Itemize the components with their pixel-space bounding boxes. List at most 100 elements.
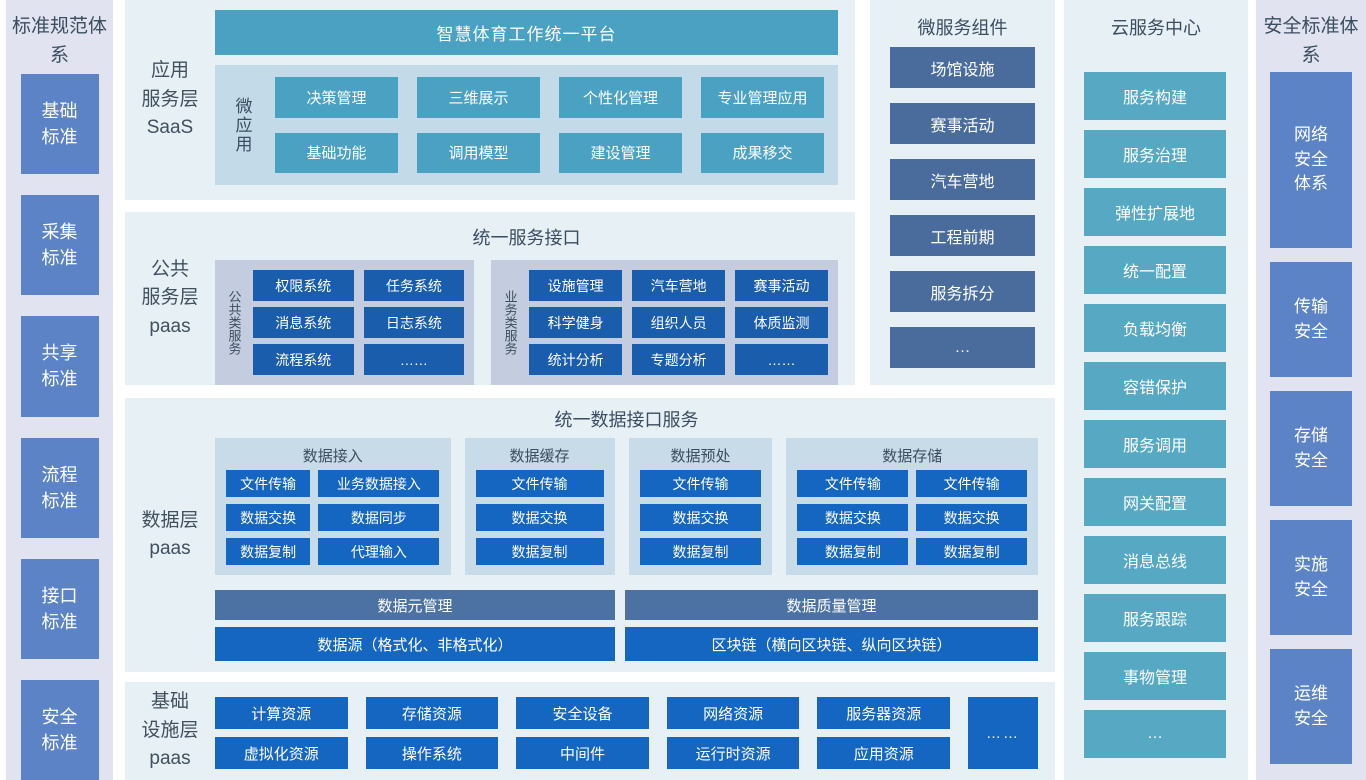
data-cache-grid: 文件传输数据交换数据复制 (475, 470, 604, 565)
blockchain-bar: 区块链（横向区块链、纵向区块链） (624, 627, 1038, 661)
data-access-item: 文件传输 (226, 470, 311, 497)
common-service-item: 权限系统 (253, 270, 354, 301)
data-content: 统一数据接口服务 数据接入 文件传输业务数据接入数据交换数据同步数据复制代理输入… (215, 398, 1055, 672)
business-service-item: 赛事活动 (735, 270, 828, 301)
data-access-title: 数据接入 (302, 448, 363, 465)
security-sidebar: 安全标准体系 网络安全体系传输安全存储安全实施安全运维安全 (1256, 0, 1366, 780)
business-service-item: 组织人员 (632, 307, 726, 338)
business-service-item: 体质监测 (735, 307, 828, 338)
saas-layer-label: 应用 服务层 SaaS (141, 60, 199, 139)
platform-title-bar: 智慧体育工作统一平台 (215, 10, 838, 55)
data-preprocess-item: 数据交换 (639, 504, 762, 531)
data-access-grid: 文件传输业务数据接入数据交换数据同步数据复制代理输入 (226, 470, 440, 565)
infra-resource-item: 应用资源 (817, 737, 950, 769)
common-service-item: 任务系统 (363, 270, 465, 301)
microservice-item: 服务拆分 (890, 271, 1035, 312)
cloud-service-item: … (1084, 710, 1226, 758)
cloud-service-item: 服务构建 (1084, 72, 1226, 120)
cloud-service-item: 网关配置 (1084, 478, 1226, 526)
infra-content: 计算资源存储资源安全设备网络资源服务器资源虚拟化资源操作系统中间件运行时资源应用… (215, 682, 1055, 780)
service-groups-row: 公共类服务 权限系统任务系统消息系统日志系统流程系统…… 业务类服务 设施管理汽… (215, 260, 838, 385)
micro-app-item: 基础功能 (275, 132, 398, 173)
data-cache-item: 数据交换 (475, 504, 604, 531)
standard-item: 接口标准 (20, 558, 99, 659)
data-storage-item: 数据复制 (916, 538, 1027, 565)
data-quality-management-bar: 数据质量管理 (624, 590, 1038, 620)
data-cache-panel: 数据缓存 文件传输数据交换数据复制 (464, 438, 615, 575)
security-item: 网络安全体系 (1270, 72, 1352, 248)
infra-resource-item: 虚拟化资源 (215, 737, 348, 769)
infra-more-box: …… (968, 697, 1038, 769)
data-preprocess-panel: 数据预处 文件传输数据交换数据复制 (628, 438, 773, 575)
security-list: 网络安全体系传输安全存储安全实施安全运维安全 (1256, 72, 1366, 764)
business-service-item: 专题分析 (632, 344, 726, 375)
micro-app-item: 专业管理应用 (701, 77, 824, 118)
cloud-services-list: 服务构建服务治理弹性扩展地统一配置负载均衡容错保护服务调用网关配置消息总线服务跟… (1084, 72, 1226, 758)
infra-resource-item: 网络资源 (666, 697, 800, 729)
micro-apps-label: 微应用 (232, 96, 252, 154)
infra-resource-item: 运行时资源 (666, 737, 800, 769)
standards-sidebar: 标准规范体系 基础标准采集标准共享标准流程标准接口标准安全标准 (6, 0, 113, 780)
business-service-item: 设施管理 (529, 270, 623, 301)
cloud-service-item: 弹性扩展地 (1084, 188, 1226, 236)
common-service-item: 消息系统 (253, 307, 354, 338)
infra-resource-item: 服务器资源 (817, 697, 950, 729)
data-access-item: 数据同步 (318, 504, 440, 531)
security-item: 传输安全 (1270, 262, 1352, 377)
data-groups-row: 数据接入 文件传输业务数据接入数据交换数据同步数据复制代理输入 数据缓存 文件传… (215, 438, 1038, 575)
data-storage-item: 数据交换 (797, 504, 909, 531)
microservices-title: 微服务组件 (917, 18, 1008, 38)
data-access-item: 业务数据接入 (318, 470, 440, 497)
data-storage-item: 数据交换 (916, 504, 1027, 531)
infra-grid: 计算资源存储资源安全设备网络资源服务器资源虚拟化资源操作系统中间件运行时资源应用… (215, 697, 950, 769)
micro-apps-panel: 微应用 决策管理三维展示个性化管理专业管理应用基础功能调用模型建设管理成果移交 (215, 65, 838, 185)
micro-apps-grid: 决策管理三维展示个性化管理专业管理应用基础功能调用模型建设管理成果移交 (275, 77, 824, 173)
standard-item: 安全标准 (20, 679, 99, 780)
cloud-service-item: 容错保护 (1084, 362, 1226, 410)
infra-resource-item: 存储资源 (365, 697, 499, 729)
common-services-grid: 权限系统任务系统消息系统日志系统流程系统…… (253, 270, 465, 375)
data-storage-item: 文件传输 (797, 470, 909, 497)
infra-resource-item: 计算资源 (215, 697, 348, 729)
data-cache-title: 数据缓存 (509, 448, 570, 465)
cloud-service-item: 统一配置 (1084, 246, 1226, 294)
common-service-item: 日志系统 (363, 307, 465, 338)
micro-app-item: 成果移交 (701, 132, 824, 173)
data-storage-item: 数据复制 (797, 538, 909, 565)
data-access-item: 数据复制 (226, 538, 311, 565)
saas-content: 智慧体育工作统一平台 微应用 决策管理三维展示个性化管理专业管理应用基础功能调用… (215, 0, 855, 200)
security-item: 运维安全 (1270, 649, 1352, 764)
standards-sidebar-title: 标准规范体系 (11, 16, 107, 67)
microservices-column: 微服务组件 场馆设施赛事活动汽车营地工程前期服务拆分… (870, 0, 1055, 385)
micro-app-item: 建设管理 (559, 132, 682, 173)
cloud-services-title: 云服务中心 (1111, 18, 1201, 38)
data-interface-title: 统一数据接口服务 (554, 410, 699, 430)
business-service-item: …… (735, 344, 828, 375)
data-access-item: 数据交换 (226, 504, 311, 531)
infra-layer-label: 基础 设施层 paas (141, 691, 199, 770)
data-preprocess-item: 文件传输 (639, 470, 762, 497)
microservice-item: 工程前期 (890, 215, 1035, 256)
data-access-item: 代理输入 (318, 538, 440, 565)
data-storage-panel: 数据存储 文件传输文件传输数据交换数据交换数据复制数据复制 (786, 438, 1038, 575)
infra-resource-item: 安全设备 (516, 697, 649, 729)
business-services-label: 业务类服务 (502, 290, 518, 355)
infra-resource-item: 中间件 (516, 737, 649, 769)
common-services-panel: 公共类服务 权限系统任务系统消息系统日志系统流程系统…… (215, 260, 475, 385)
microservice-item: 赛事活动 (890, 103, 1035, 144)
security-item: 存储安全 (1270, 391, 1352, 506)
data-layer-label: 数据层 paas (141, 509, 199, 560)
service-layer-label: 公共 服务层 paas (141, 258, 199, 337)
business-services-grid: 设施管理汽车营地赛事活动科学健身组织人员体质监测统计分析专题分析…… (529, 270, 828, 375)
cloud-service-item: 消息总线 (1084, 536, 1226, 584)
micro-app-item: 决策管理 (275, 77, 398, 118)
data-preprocess-grid: 文件传输数据交换数据复制 (639, 470, 762, 565)
cloud-service-item: 负载均衡 (1084, 304, 1226, 352)
saas-layer-section: 应用 服务层 SaaS 智慧体育工作统一平台 微应用 决策管理三维展示个性化管理… (125, 0, 855, 200)
business-service-item: 汽车营地 (632, 270, 726, 301)
common-service-item: 流程系统 (253, 344, 354, 375)
metadata-management-bar: 数据元管理 (215, 590, 615, 620)
data-access-panel: 数据接入 文件传输业务数据接入数据交换数据同步数据复制代理输入 (215, 438, 451, 575)
standard-item: 共享标准 (20, 316, 99, 417)
